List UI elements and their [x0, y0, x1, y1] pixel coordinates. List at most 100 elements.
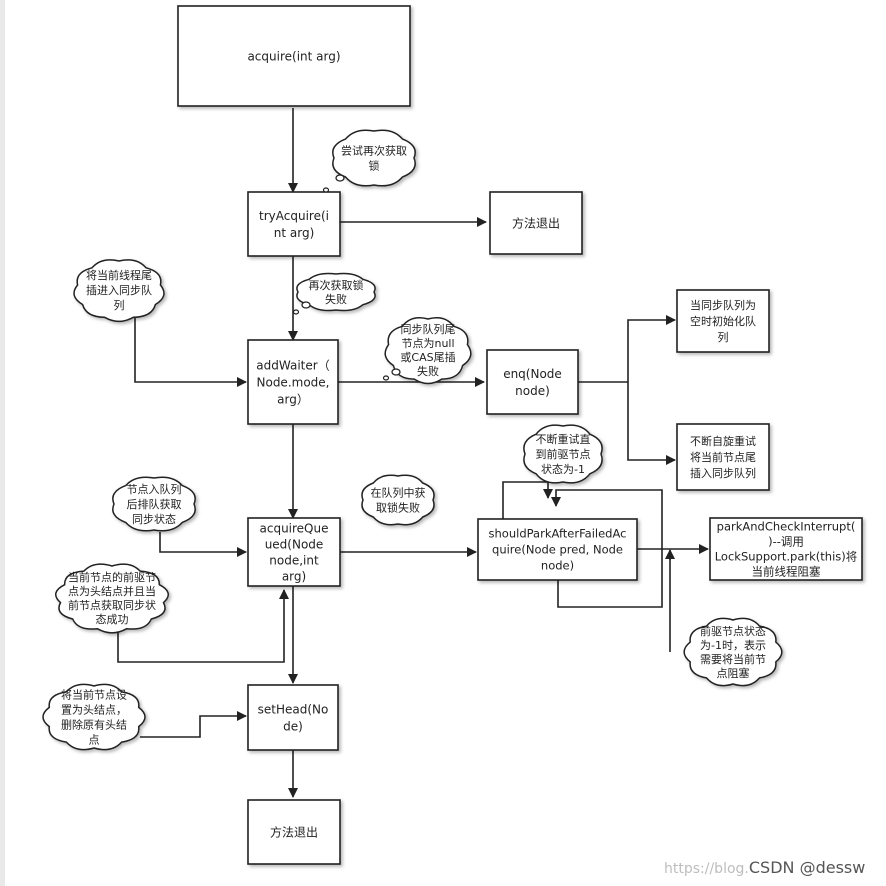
callout-try-again-tail-1 [335, 174, 345, 182]
box-acquire-queued-label-line: ued(Node [265, 537, 324, 551]
callout-queue-failed-label-line: 在队列中获 [371, 485, 426, 499]
callout-queue-failed-label-line: 取锁失败 [376, 500, 420, 514]
callout-insert-tail: 将当前线程尾插进入同步队列 [73, 259, 165, 323]
box-set-head-label-line: setHead(No [258, 702, 329, 716]
callout-pred-status: 前驱节点状态为-1时，表示需要将当前节点阻塞 [683, 617, 783, 687]
callout-tail-null-tail-2 [382, 375, 390, 381]
callout-enqueue-wait-label-line: 同步状态 [132, 512, 176, 526]
box-add-waiter-label-line: Node.mode, [257, 375, 330, 389]
box-exit-top-label: 方法退出 [512, 215, 560, 230]
callout-tail-null-tail-1 [391, 368, 401, 376]
callout-retry-until-label: 不断重试直到前驱节点状态为-1 [536, 432, 591, 476]
box-try-acquire-label-line: nt arg) [274, 226, 315, 240]
box-try-acquire-label: tryAcquire(i nt arg) [259, 209, 329, 240]
callout-set-as-head-label: 将当前节点设置为头结点，删除原有头结点 [61, 687, 127, 746]
callout-try-again-label: 尝试再次获取锁 [341, 143, 407, 172]
callout-pred-status-cloud [683, 617, 783, 687]
callout-pred-is-head-label-line: 态成功 [96, 613, 129, 626]
box-should-park-label-line: node) [541, 559, 574, 573]
callout-enqueue-wait-label: 节点入队列后排队获取同步状态 [127, 482, 182, 526]
callout-try-again-cloud [332, 129, 416, 187]
callout-tail-null-label-line: 同步队列尾 [401, 322, 456, 336]
callout-again-failed-label-line: 再次获取锁 [309, 278, 364, 292]
box-try-acquire-frame [247, 191, 341, 257]
box-exit-top-label-line: 方法退出 [512, 215, 560, 230]
box-empty-queue-label-line: 当同步队列为 [690, 298, 756, 312]
callout-enqueue-wait-cloud [112, 476, 196, 532]
callout-retry-until: 不断重试直到前驱节点状态为-1 [523, 424, 603, 484]
box-park-check-label-line: LockSupport.park(this)将 [715, 550, 858, 564]
callout-tail-null-cloud [384, 317, 472, 385]
callout-insert-tail-label: 将当前线程尾插进入同步队列 [86, 268, 152, 312]
callout-pred-is-head-label-line: 前节点获取同步状 [68, 598, 156, 612]
box-acquire-queued-label: acquireQue ued(Node node,int arg) [260, 521, 329, 583]
watermark-brand: CSDN @dessw [748, 858, 866, 877]
box-should-park: shouldParkAfterFailedAc quire(Node pred, … [477, 518, 638, 581]
callout-retry-until-label-line: 到前驱节点 [536, 447, 591, 461]
callout-set-as-head-label-line: 点 [89, 733, 100, 746]
box-set-head-frame [247, 684, 339, 751]
callout-pred-is-head-label-line: 当前节点的前驱节 [68, 570, 156, 584]
callout-insert-tail-label-line: 将当前线程尾 [86, 268, 152, 282]
loop-back-right [551, 489, 663, 608]
callout-queue-failed-cloud [361, 474, 435, 526]
callout-tail-null-label-line: 失败 [417, 364, 439, 378]
callout-try-again-tail-2 [322, 187, 330, 193]
box-try-acquire-label-line: tryAcquire(i [259, 209, 329, 223]
arrow-set-as-head-to-sethead [140, 711, 247, 738]
arrow-insert-tail-to-addwaiter [134, 318, 247, 387]
box-add-waiter-frame [247, 339, 339, 425]
callout-pred-status-label: 前驱节点状态为-1时，表示需要将当前节点阻塞 [700, 624, 766, 680]
callout-pred-is-head-label: 当前节点的前驱节点为头结点并且当前节点获取同步状态成功 [68, 570, 156, 626]
box-try-acquire: tryAcquire(i nt arg) [247, 191, 341, 257]
process-boxes: acquire(int arg) tryAcquire(i nt arg) 方法退出 a… [177, 5, 863, 865]
box-spin-retry-label-line: 不断自旋重试 [690, 434, 756, 448]
loop-retry-left [502, 481, 553, 522]
connectors [117, 108, 709, 798]
box-empty-queue: 当同步队列为空时初始化队列 [676, 289, 770, 353]
box-enq-label-line: node) [515, 384, 550, 398]
arrow-branch-to-empty-queue [627, 315, 676, 382]
callout-queue-failed: 在队列中获取锁失败 [361, 474, 435, 526]
box-exit-top: 方法退出 [489, 191, 583, 255]
box-empty-queue-frame [676, 289, 770, 353]
callout-again-failed-cloud [296, 272, 376, 312]
box-park-check-label-line: 当前线程阻塞 [752, 565, 821, 579]
box-exit-bottom: 方法退出 [247, 799, 341, 865]
box-spin-retry: 不断自旋重试将当前节点尾插入同步队列 [676, 423, 770, 491]
watermark-url: https://blog. [664, 861, 749, 877]
callout-set-as-head-cloud [42, 683, 146, 751]
box-acquire-queued: acquireQue ued(Node node,int arg) [247, 517, 341, 587]
callout-again-failed-tail-1 [301, 301, 311, 309]
box-acquire-queued-label-line: acquireQue [260, 521, 329, 535]
box-spin-retry-label-line: 将当前节点尾 [690, 450, 756, 464]
box-should-park-label-line: shouldParkAfterFailedAc [489, 527, 627, 541]
callout-tail-null-label-line: 节点为null [401, 337, 454, 350]
callout-pred-status-label-line: 为-1时，表示 [700, 638, 766, 652]
box-spin-retry-label-line: 插入同步队列 [690, 466, 756, 480]
box-acquire-queued-frame [247, 517, 341, 587]
box-exit-bottom-label-line: 方法退出 [270, 824, 318, 839]
box-acquire-queued-label-line: node,int [269, 553, 319, 567]
box-acquire-queued-label-line: arg) [282, 569, 306, 583]
callout-enqueue-wait: 节点入队列后排队获取同步状态 [112, 476, 196, 532]
callout-set-as-head-label-line: 置为头结点， [61, 703, 127, 716]
callout-try-again-label-line: 尝试再次获取 [341, 143, 407, 157]
callout-retry-until-label-line: 状态为-1 [541, 462, 585, 476]
callout-pred-status-label-line: 需要将当前节 [700, 652, 766, 666]
box-acquire-label-line: acquire(int arg) [247, 49, 340, 63]
callout-enqueue-wait-label-line: 后排队获取 [127, 497, 182, 511]
callout-set-as-head-label-line: 将当前节点设 [61, 687, 127, 701]
box-add-waiter-label: addWaiter（Node.mode,arg） [256, 358, 329, 406]
box-acquire-label: acquire(int arg) [247, 49, 340, 63]
callout-pred-is-head-cloud [55, 563, 169, 634]
box-enq-frame [486, 349, 579, 415]
box-should-park-label-line: quire(Node pred, Node [492, 543, 623, 557]
box-acquire: acquire(int arg) [177, 5, 411, 107]
